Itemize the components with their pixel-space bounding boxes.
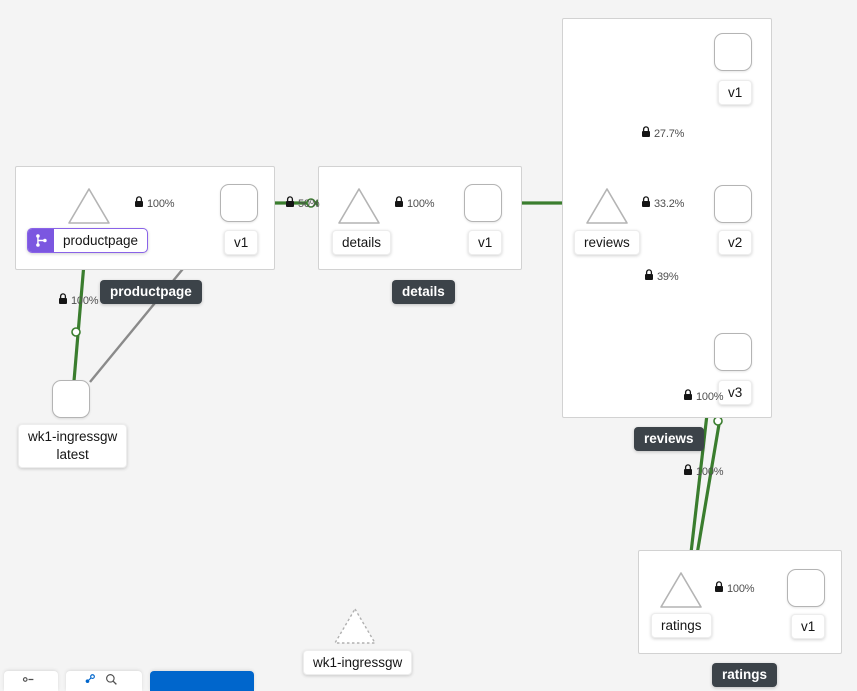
triangle-icon	[338, 188, 380, 224]
triangle-icon	[586, 188, 628, 224]
triangle-icon	[68, 188, 110, 224]
edge-label-reviews-to-v2[interactable]: 33.2%	[641, 196, 684, 212]
app-box-label-reviews[interactable]: reviews	[634, 427, 704, 451]
node-label-text: productpage	[63, 233, 139, 248]
lock-icon	[285, 196, 295, 212]
node-reviews-v1[interactable]	[714, 33, 752, 71]
lock-icon	[641, 196, 651, 212]
node-label-reviews-service: reviews	[574, 230, 640, 255]
edge-label-text: 100%	[71, 294, 99, 307]
node-label-ratings-v1: v1	[791, 614, 826, 639]
edge-label-text: 100%	[147, 197, 175, 210]
node-label-details-service: details	[332, 230, 392, 255]
bottom-toolbar[interactable]	[0, 669, 857, 691]
edge-label-productpage-service-to-v1[interactable]: 100%	[134, 196, 175, 212]
node-wk1-ingressgw[interactable]	[52, 380, 90, 418]
edge-label-text: 27.7%	[654, 127, 685, 140]
node-label-ratings-service: ratings	[651, 613, 712, 638]
edge-label-text: 39%	[657, 270, 679, 283]
lock-icon	[394, 196, 404, 212]
edge-label-reviews-v3-to-ratings[interactable]: 100%	[683, 389, 724, 405]
node-label-productpage-v1: v1	[224, 230, 259, 255]
app-box-label-ratings[interactable]: ratings	[712, 663, 778, 687]
node-label-reviews-v2: v2	[718, 230, 753, 255]
app-box-label-productpage[interactable]: productpage	[100, 280, 202, 304]
lock-icon	[644, 269, 654, 285]
edge-label-text: 33.2%	[654, 197, 685, 210]
node-reviews-v2[interactable]	[714, 185, 752, 223]
virtual-service-icon	[28, 229, 54, 252]
node-label-wk1-ingressgw: wk1-ingressgw latest	[18, 424, 128, 468]
edge-label-ingressgw-to-productpage-service[interactable]: 100%	[58, 293, 99, 309]
legend-icon	[22, 673, 35, 689]
lock-icon	[683, 389, 693, 405]
node-label-productpage-service[interactable]: productpage	[27, 228, 149, 253]
edge-label-text: 100%	[727, 582, 755, 595]
node-label-reviews-v3: v3	[718, 380, 753, 405]
lock-icon	[134, 196, 144, 212]
edge-label-details-service-to-v1[interactable]: 100%	[394, 196, 435, 212]
edge-label-text: 100%	[696, 390, 724, 403]
legend-chip[interactable]	[4, 671, 58, 691]
node-details-v1[interactable]	[464, 184, 502, 222]
edge-label-reviews-to-v1[interactable]: 27.7%	[641, 126, 684, 142]
magnifier-icon	[105, 673, 118, 689]
node-label-wk1-ingressgw-idle: wk1-ingressgw	[303, 650, 413, 675]
node-ratings-v1[interactable]	[787, 569, 825, 607]
lock-icon	[641, 126, 651, 142]
zoom-chip[interactable]	[66, 671, 142, 691]
node-reviews-v3[interactable]	[714, 333, 752, 371]
node-label-reviews-v1: v1	[718, 80, 753, 105]
edge-label-text: 100%	[696, 465, 724, 478]
edge-label-reviews-to-v3[interactable]: 39%	[644, 269, 679, 285]
edge-label-reviews-v2-to-ratings[interactable]: 100%	[683, 464, 724, 480]
app-box-label-details[interactable]: details	[392, 280, 455, 304]
lock-icon	[58, 293, 68, 309]
triangle-icon	[660, 572, 702, 608]
primary-action-button[interactable]	[150, 671, 254, 691]
triangle-dashed-icon	[334, 608, 376, 644]
share-nodes-icon	[85, 673, 100, 689]
lock-icon	[714, 581, 724, 597]
lock-icon	[683, 464, 693, 480]
edge-label-ratings-service-to-v1[interactable]: 100%	[714, 581, 755, 597]
edge-label-productpage-v1-to-details[interactable]: 50%	[285, 196, 320, 212]
node-productpage-v1[interactable]	[220, 184, 258, 222]
edge-label-text: 100%	[407, 197, 435, 210]
node-label-details-v1: v1	[468, 230, 503, 255]
edge-label-text: 50%	[298, 197, 320, 210]
